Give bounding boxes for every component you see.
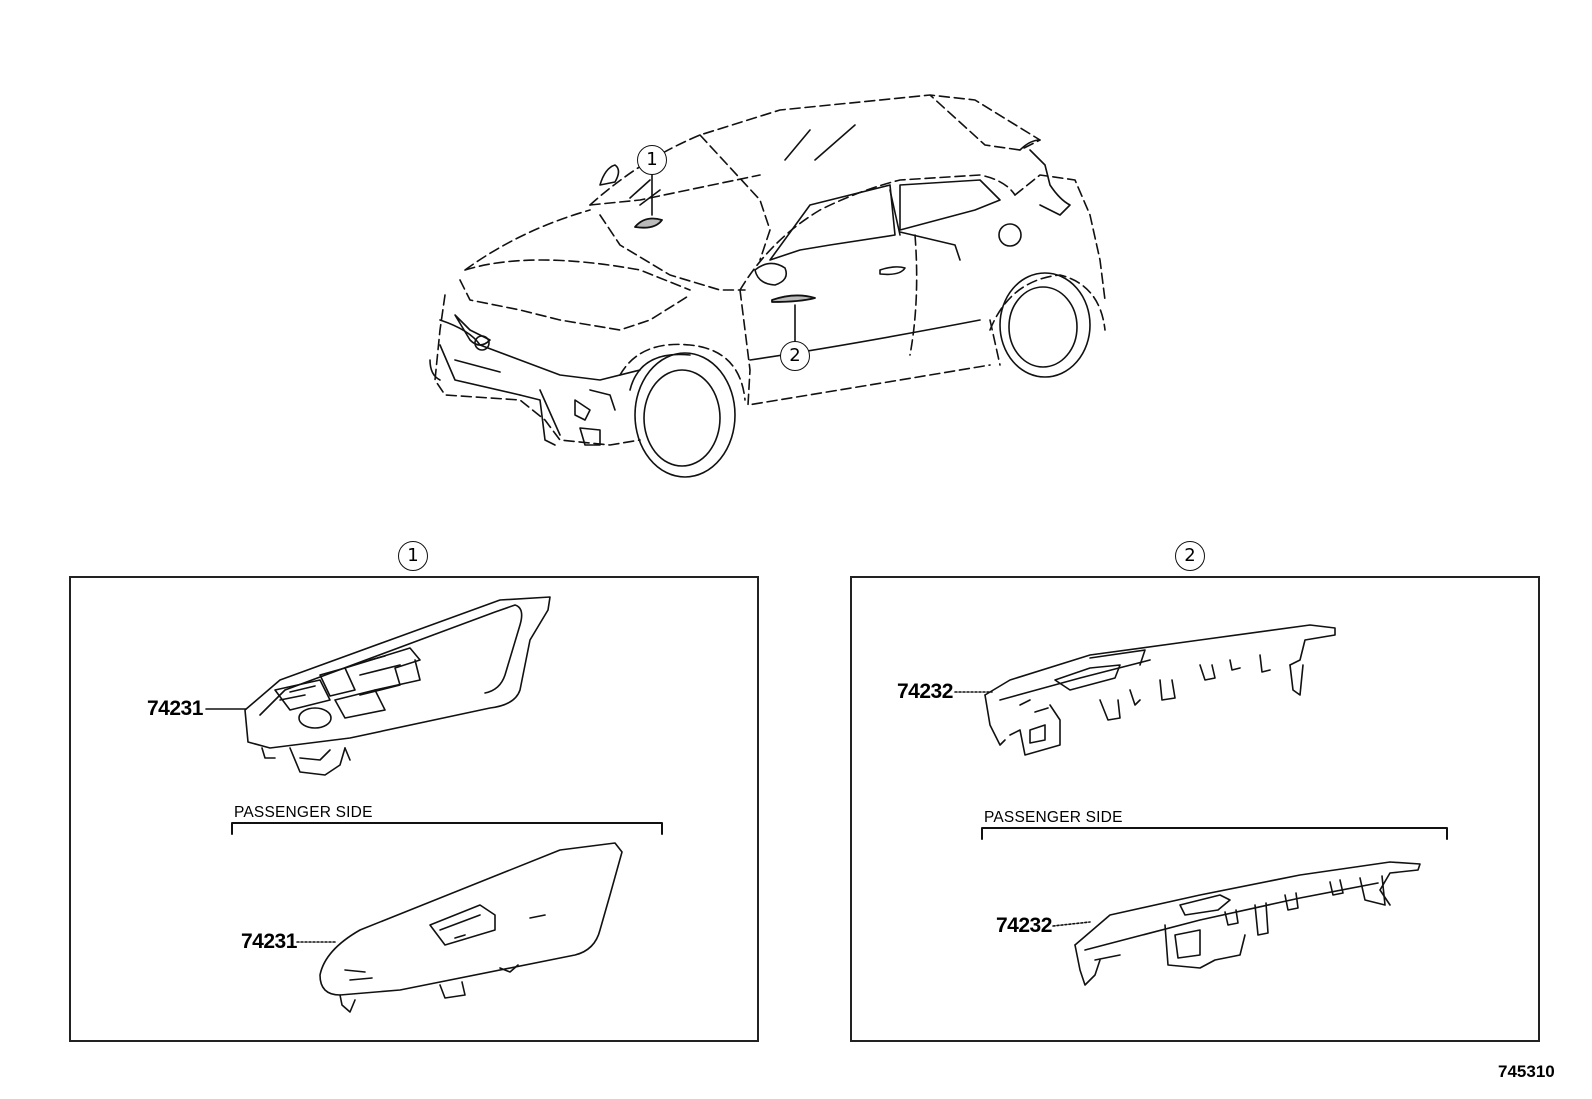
- panel-2-rear-switch-base: [850, 576, 1540, 1042]
- passenger-side-label-1: PASSENGER SIDE: [234, 804, 373, 821]
- part-74231-driver: [244, 596, 551, 776]
- callout-2-panel: 2: [1175, 541, 1205, 571]
- part-74231-passenger: [319, 842, 623, 1013]
- leader-74232-passenger: [1052, 921, 1091, 927]
- part-number-74232-passenger[interactable]: 74232: [996, 914, 1052, 937]
- callout-1-panel: 1: [398, 541, 428, 571]
- illustration-number: 745310: [1498, 1062, 1555, 1081]
- part-number-74231-passenger[interactable]: 74231: [241, 930, 297, 953]
- part-74232-driver: [984, 624, 1336, 756]
- passenger-bracket-1: [231, 822, 663, 835]
- passenger-side-label-2: PASSENGER SIDE: [984, 809, 1123, 826]
- part-number-74231-driver[interactable]: 74231: [147, 697, 203, 720]
- panel-1-driver-switch-base: [69, 576, 759, 1042]
- part-number-74232-driver[interactable]: 74232: [897, 680, 953, 703]
- callout-1-car: 1: [637, 145, 667, 175]
- passenger-bracket-2: [981, 827, 1448, 840]
- part-74232-passenger: [1074, 861, 1421, 986]
- car-illustration: [429, 94, 1106, 478]
- callout-2-car: 2: [780, 341, 810, 371]
